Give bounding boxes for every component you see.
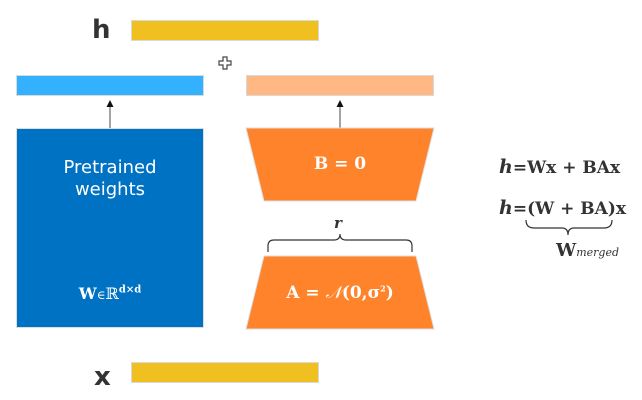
input-label-x: x (94, 362, 111, 392)
plus-icon (218, 55, 232, 70)
math-dim: d×d (118, 284, 142, 296)
arrow-lora-up (336, 100, 344, 128)
lora-A-trapezoid (245, 255, 435, 330)
A-close: ) (385, 283, 394, 303)
merged-weight-label: Wmerged (556, 240, 619, 261)
pretrained-math: W∈ℝd×d (17, 284, 203, 303)
normal-dist-symbol: 𝒩 (325, 283, 342, 303)
A-prefix: A = (286, 283, 326, 303)
math-W: W (78, 284, 97, 303)
arrow-pretrained-up (106, 100, 114, 128)
eq2-h: h (499, 197, 513, 219)
lora-B-trapezoid (245, 127, 435, 202)
lora-A-label: A = 𝒩(0,σ2) (246, 283, 434, 303)
pretrained-title-line1: Pretrained (63, 157, 157, 178)
eq2-rhs: =(W + BA)x (512, 199, 627, 219)
rank-label: r (334, 214, 342, 232)
output-label-h: h (92, 15, 111, 45)
A-sq: 2 (380, 283, 386, 294)
lora-B-label: B = 0 (313, 154, 367, 174)
input-x-bar (131, 362, 319, 383)
equation-2: h=(W + BA)x (499, 197, 626, 219)
eq1-rhs: =Wx + BAx (512, 158, 621, 178)
pretrained-weights-box: Pretrained weights W∈ℝd×d (16, 128, 204, 328)
A-args: (0,σ (341, 283, 381, 303)
eq1-h: h (499, 156, 513, 178)
pretrained-title-line2: weights (74, 179, 146, 200)
math-element-of: ∈ (96, 288, 106, 302)
math-real-set: ℝ (105, 284, 119, 303)
pretrained-output-bar (16, 75, 204, 96)
lora-output-bar (246, 75, 434, 96)
equation-1: h=Wx + BAx (499, 156, 620, 178)
rank-brace (267, 233, 413, 252)
merged-brace (525, 219, 613, 236)
output-h-bar (131, 20, 319, 41)
merged-W: W (556, 240, 577, 261)
merged-subscript: merged (576, 246, 620, 259)
